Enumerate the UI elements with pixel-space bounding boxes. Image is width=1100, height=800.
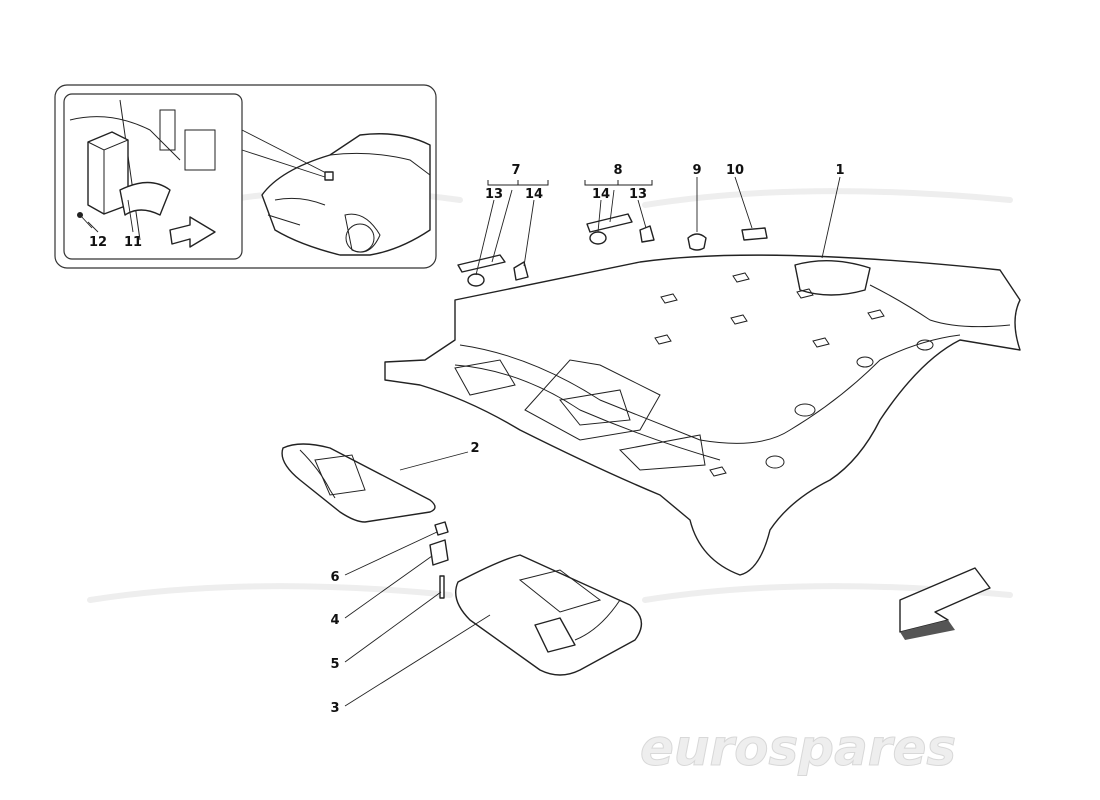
grab-handles: 7 8 13 14 14 13 9 10 bbox=[457, 163, 768, 287]
callout-13: 13 bbox=[485, 187, 503, 202]
callout-7: 7 bbox=[511, 163, 520, 178]
callout-5: 5 bbox=[330, 657, 339, 672]
watermark-text: eurospares bbox=[640, 719, 956, 777]
callout-14: 14 bbox=[525, 187, 543, 202]
callout-10: 10 bbox=[726, 163, 744, 178]
callout-1: 1 bbox=[835, 163, 844, 178]
callout-3: 3 bbox=[330, 701, 339, 716]
arrow-shadow bbox=[900, 620, 955, 640]
part-headliner: 1 bbox=[384, 163, 1021, 576]
callout-14: 14 bbox=[592, 187, 610, 202]
callout-8: 8 bbox=[613, 163, 622, 178]
callout-9: 9 bbox=[692, 163, 701, 178]
direction-arrow-icon bbox=[169, 216, 216, 248]
callout-13: 13 bbox=[629, 187, 647, 202]
part-sun-visor-right: 6 4 5 3 bbox=[330, 521, 643, 716]
callout-2: 2 bbox=[470, 441, 479, 456]
part-sun-visor-left: 2 bbox=[281, 441, 480, 523]
callout-11: 11 bbox=[124, 235, 142, 250]
callout-6: 6 bbox=[330, 570, 339, 585]
callout-12: 12 bbox=[89, 235, 107, 250]
callout-4: 4 bbox=[330, 613, 339, 628]
inset-detail: 12 11 bbox=[54, 84, 437, 269]
